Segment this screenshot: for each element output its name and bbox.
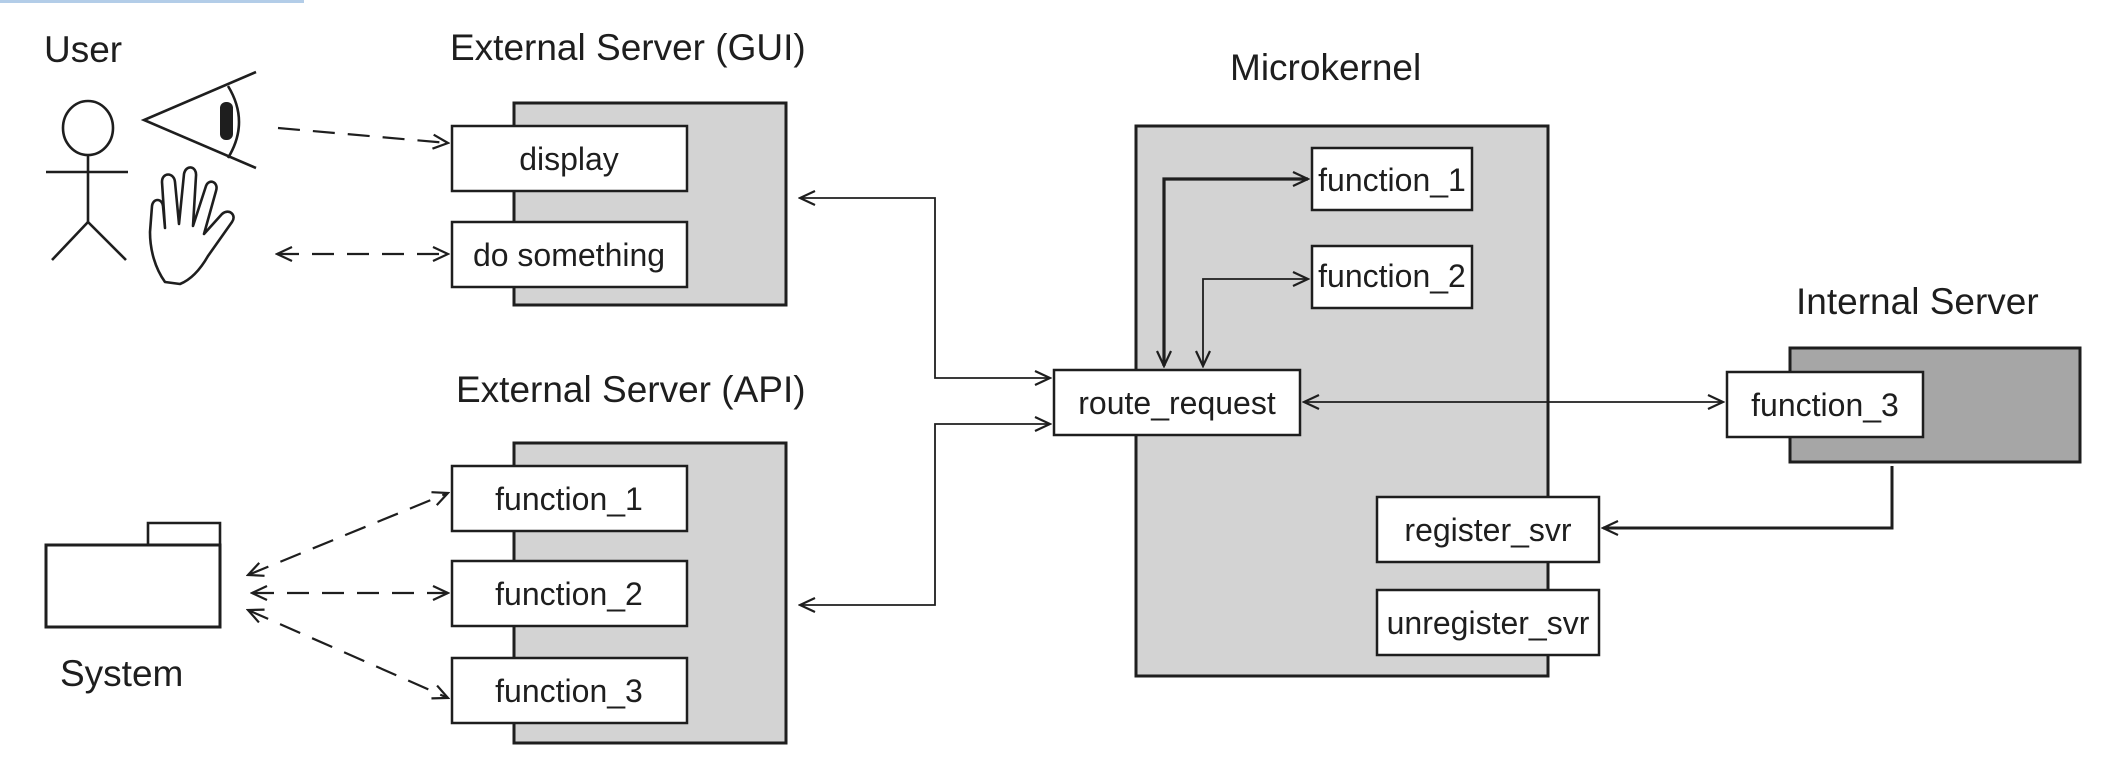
svg-text:function_2: function_2 bbox=[1318, 258, 1466, 294]
stick-figure-icon bbox=[46, 99, 128, 261]
internal-server-title: Internal Server bbox=[1796, 281, 2039, 322]
route-to-kernel-function-2-connector bbox=[1203, 279, 1308, 366]
api-port-function-3[interactable]: function_3 bbox=[450, 656, 689, 725]
svg-text:function_3: function_3 bbox=[495, 673, 643, 709]
svg-text:do something: do something bbox=[473, 237, 665, 273]
gui-port-display[interactable]: display bbox=[450, 124, 689, 193]
route-request-box[interactable]: route_request bbox=[1052, 368, 1302, 437]
system-to-api-function-1-arrow bbox=[248, 493, 448, 575]
system-label: System bbox=[60, 653, 183, 694]
gui-port-do-something[interactable]: do something bbox=[450, 220, 689, 289]
eye-to-display-arrow bbox=[277, 126, 448, 143]
route-to-kernel-function-1-connector bbox=[1164, 179, 1308, 366]
internal-port-function-3[interactable]: function_3 bbox=[1725, 370, 1925, 439]
microkernel-title: Microkernel bbox=[1230, 47, 1421, 88]
svg-text:route_request: route_request bbox=[1078, 385, 1276, 421]
svg-text:register_svr: register_svr bbox=[1404, 512, 1572, 548]
svg-text:function_2: function_2 bbox=[495, 576, 643, 612]
api-port-function-1[interactable]: function_1 bbox=[450, 464, 689, 533]
hand-icon bbox=[148, 166, 235, 286]
api-to-route-request-connector bbox=[800, 424, 1050, 605]
system-to-api-function-3-arrow bbox=[248, 610, 448, 698]
internal-server-to-register-svr-connector bbox=[1603, 466, 1894, 528]
svg-text:function_1: function_1 bbox=[1318, 162, 1466, 198]
unregister-svr-box[interactable]: unregister_svr bbox=[1375, 588, 1601, 657]
svg-text:function_1: function_1 bbox=[495, 481, 643, 517]
kernel-function-2[interactable]: function_2 bbox=[1310, 244, 1474, 310]
kernel-function-1[interactable]: function_1 bbox=[1310, 146, 1474, 212]
gui-server-title: External Server (GUI) bbox=[450, 27, 806, 68]
api-port-function-2[interactable]: function_2 bbox=[450, 559, 689, 628]
register-svr-box[interactable]: register_svr bbox=[1375, 495, 1601, 564]
svg-text:display: display bbox=[519, 141, 619, 177]
api-server-title: External Server (API) bbox=[456, 369, 806, 410]
gui-to-route-request-connector bbox=[800, 198, 1050, 378]
folder-icon bbox=[44, 521, 222, 629]
user-label: User bbox=[44, 29, 122, 70]
svg-text:unregister_svr: unregister_svr bbox=[1387, 605, 1590, 641]
top-accent-bar bbox=[0, 0, 304, 3]
eye-icon bbox=[140, 70, 257, 170]
svg-text:function_3: function_3 bbox=[1751, 387, 1899, 423]
